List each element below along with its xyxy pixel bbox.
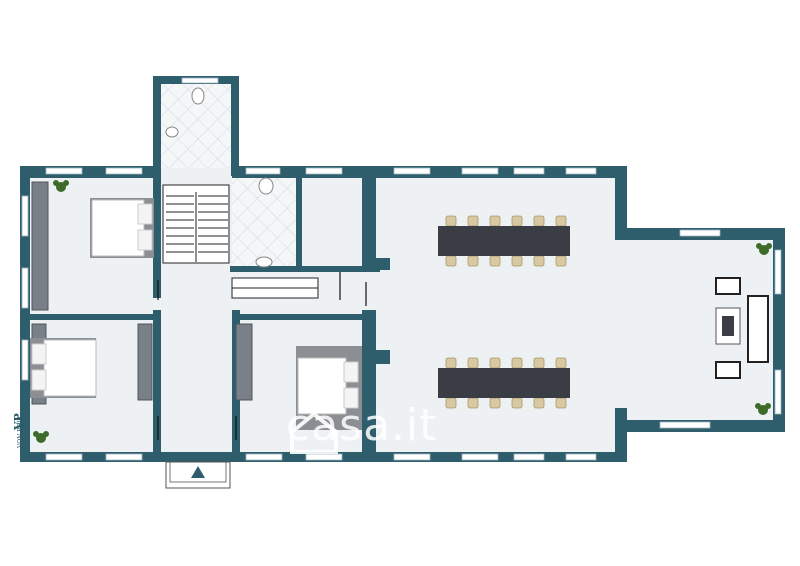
armchair [715,277,741,295]
wardrobe-bedroom-3 [235,323,253,401]
toilet-icon [258,177,274,195]
staircase [162,184,319,299]
sink-icon [255,256,273,268]
armchair [715,361,741,379]
wardrobe-bedroom-1 [31,181,49,311]
double-bed-icon [90,198,154,258]
potted-plant-icon [756,243,772,255]
double-bed-icon [30,338,97,398]
plants [33,180,772,443]
toilet-icon [191,87,205,105]
brand-name: VON POLL [17,414,24,448]
potted-plant-icon [755,403,771,415]
lounge-furniture [715,277,769,379]
doors [157,272,367,440]
beds [30,198,362,430]
sink-icon [165,126,179,138]
dining-table-top [438,215,570,267]
sanitary-fixtures [165,87,274,268]
dining-table-bottom [438,357,570,409]
watermark-house-icon [290,411,338,454]
double-bed-icon [296,346,362,430]
wardrobe-bedroom-2-b [137,323,153,401]
watermark-text: casa.it [286,400,438,451]
entrance-arrow-icon [191,466,205,478]
sofa [747,295,769,363]
potted-plant-icon [53,180,69,192]
potted-plant-icon [33,431,49,443]
windows [21,77,782,461]
entrance [165,461,231,489]
